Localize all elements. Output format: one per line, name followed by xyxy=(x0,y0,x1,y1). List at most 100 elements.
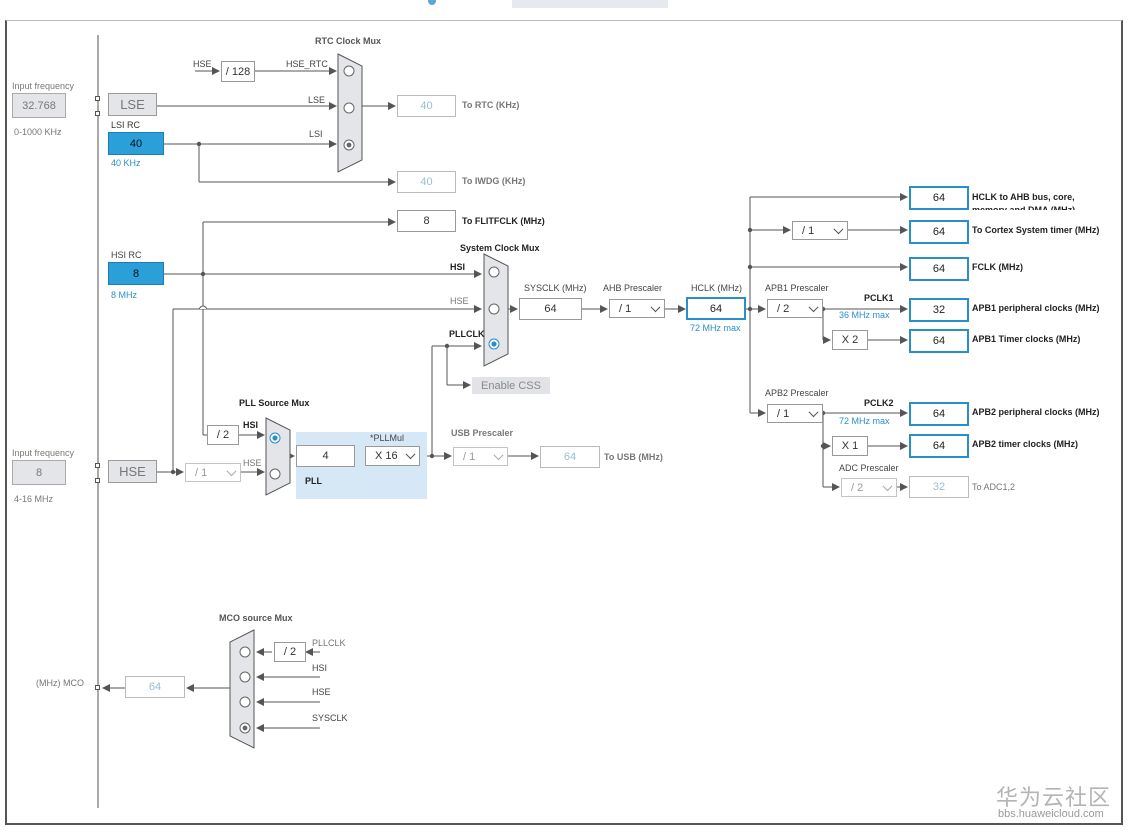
rtc-lse-label: LSE xyxy=(308,95,326,105)
hse-input-frequency-label: Input frequency xyxy=(12,448,75,458)
sysmux-pllclk-label: PLLCLK xyxy=(449,329,485,339)
mco-hsi-label: HSI xyxy=(312,663,328,673)
pll-mul-label: *PLLMul xyxy=(370,433,405,443)
chevron-down-icon xyxy=(833,223,844,234)
apb1-prescaler-label: APB1 Prescaler xyxy=(765,283,829,293)
watermark-logo-text: 华为云社区 xyxy=(996,785,1112,810)
osc-in-pin xyxy=(95,463,100,468)
rtc-hse-divider[interactable]: / 128 xyxy=(221,61,255,82)
mco-label: (MHz) MCO xyxy=(36,678,84,688)
lse-input-frequency-field[interactable]: 32.768 xyxy=(12,93,66,118)
hclk-value-field[interactable]: 64 xyxy=(686,297,746,320)
lse-source-block[interactable]: LSE xyxy=(108,93,157,116)
mco-pllclk-label: PLLCLK xyxy=(312,638,346,648)
apb2-peripheral-label: APB2 peripheral clocks (MHz) xyxy=(972,407,1100,417)
cortex-timer-label: To Cortex System timer (MHz) xyxy=(972,225,1100,235)
lse-input-range: 0-1000 KHz xyxy=(14,127,62,137)
apb2-timer-value-field[interactable]: 64 xyxy=(909,434,969,458)
hsi-rc-frequency: 8 MHz xyxy=(111,290,138,300)
chevron-down-icon xyxy=(226,465,237,476)
pll-src-hse-label: HSE xyxy=(243,458,262,468)
usb-prescaler-value: / 1 xyxy=(463,450,476,463)
flitfclk-label: To FLITFCLK (MHz) xyxy=(462,216,545,226)
fclk-value-field[interactable]: 64 xyxy=(909,257,969,281)
rtc-lsi-label: LSI xyxy=(309,129,323,139)
hclk-ahb-value-field[interactable]: 64 xyxy=(909,186,969,210)
sysclk-value-field: 64 xyxy=(519,298,582,320)
mco-value-field: 64 xyxy=(125,676,185,698)
mco-pin xyxy=(95,685,100,690)
chevron-down-icon xyxy=(882,480,893,491)
cortex-divider-select[interactable]: / 1 xyxy=(792,221,848,240)
osc32-in-pin xyxy=(95,96,100,101)
pll-hsi-divider: / 2 xyxy=(207,425,239,445)
cortex-divider-value: / 1 xyxy=(802,224,815,237)
iwdg-value-field: 40 xyxy=(397,171,456,193)
apb2-prescaler-value: / 1 xyxy=(777,407,790,420)
pll-mul-select[interactable]: X 16 xyxy=(365,446,420,466)
hse-input-range: 4-16 MHz xyxy=(14,494,54,504)
pclk2-label: PCLK2 xyxy=(864,398,894,408)
rtc-hse-rtc-label: HSE_RTC xyxy=(286,59,328,69)
mco-hse-label: HSE xyxy=(312,687,331,697)
hsi-rc-value: 8 xyxy=(108,262,164,285)
rtc-value-field: 40 xyxy=(397,95,456,117)
chevron-down-icon xyxy=(493,449,504,460)
fclk-label: FCLK (MHz) xyxy=(972,262,1023,272)
osc32-out-pin xyxy=(95,111,100,116)
lse-input-frequency-label: Input frequency xyxy=(12,81,75,91)
apb1-peripheral-value-field[interactable]: 32 xyxy=(909,298,969,322)
adc-prescaler-select[interactable]: / 2 xyxy=(841,478,897,497)
hclk-max-label: 72 MHz max xyxy=(690,323,741,333)
mco-sysclk-label: SYSCLK xyxy=(312,713,348,723)
ahb-prescaler-value: / 1 xyxy=(619,302,632,315)
watermark-url: bbs.huaweicloud.com xyxy=(998,808,1104,820)
pll-src-hsi-label: HSI xyxy=(243,420,259,430)
hclk-label: HCLK (MHz) xyxy=(691,283,742,293)
apb1-prescaler-value: / 2 xyxy=(777,302,790,315)
rtc-clock-mux-title: RTC Clock Mux xyxy=(315,36,382,46)
hse-input-frequency-field[interactable]: 8 xyxy=(12,460,66,485)
cortex-timer-value-field[interactable]: 64 xyxy=(909,220,969,244)
adc-prescaler-value: / 2 xyxy=(851,481,864,494)
apb2-timer-label: APB2 timer clocks (MHz) xyxy=(972,439,1079,449)
apb1-max-label: 36 MHz max xyxy=(839,310,890,320)
ahb-prescaler-select[interactable]: / 1 xyxy=(609,299,665,318)
apb1-peripheral-label: APB1 peripheral clocks (MHz) xyxy=(972,303,1100,313)
lsi-rc-value: 40 xyxy=(108,132,164,155)
apb2-peripheral-value-field[interactable]: 64 xyxy=(909,402,969,426)
pll-hse-divider-value: / 1 xyxy=(195,466,208,479)
adc-output-label: To ADC1,2 xyxy=(972,482,1016,492)
mco-source-mux xyxy=(229,629,255,749)
top-tab-strip xyxy=(512,0,668,8)
apb2-timer-multiplier: X 1 xyxy=(832,436,868,456)
chevron-down-icon xyxy=(405,449,416,460)
iwdg-output-label: To IWDG (KHz) xyxy=(462,176,526,186)
apb1-prescaler-select[interactable]: / 2 xyxy=(767,299,823,318)
osc-out-pin xyxy=(95,478,100,483)
adc-value-field: 32 xyxy=(909,476,969,498)
apb1-timer-value-field[interactable]: 64 xyxy=(909,329,969,353)
sysclk-label: SYSCLK (MHz) xyxy=(524,283,587,293)
pclk1-label: PCLK1 xyxy=(864,293,894,303)
lsi-rc-frequency: 40 KHz xyxy=(111,158,141,168)
pll-label: PLL xyxy=(305,476,322,486)
usb-output-label: To USB (MHz) xyxy=(604,452,663,462)
hse-source-block[interactable]: HSE xyxy=(108,460,157,483)
pll-source-mux-title: PLL Source Mux xyxy=(239,398,310,408)
sysmux-hse-label: HSE xyxy=(450,296,469,306)
pll-hse-divider-select[interactable]: / 1 xyxy=(185,463,241,482)
rtc-hse-label: HSE xyxy=(193,59,212,69)
pll-input-value: 4 xyxy=(296,445,355,467)
enable-css-button[interactable]: Enable CSS xyxy=(472,377,550,394)
rtc-output-label: To RTC (KHz) xyxy=(462,100,520,110)
usb-prescaler-select[interactable]: / 1 xyxy=(453,447,508,466)
pll-source-mux xyxy=(265,417,291,496)
apb2-prescaler-label: APB2 Prescaler xyxy=(765,388,829,398)
apb1-timer-multiplier: X 2 xyxy=(832,330,868,350)
lsi-rc-title: LSI RC xyxy=(111,120,141,130)
system-clock-mux-title: System Clock Mux xyxy=(460,243,540,253)
apb2-prescaler-select[interactable]: / 1 xyxy=(767,404,823,423)
apb1-timer-label: APB1 Timer clocks (MHz) xyxy=(972,334,1081,344)
